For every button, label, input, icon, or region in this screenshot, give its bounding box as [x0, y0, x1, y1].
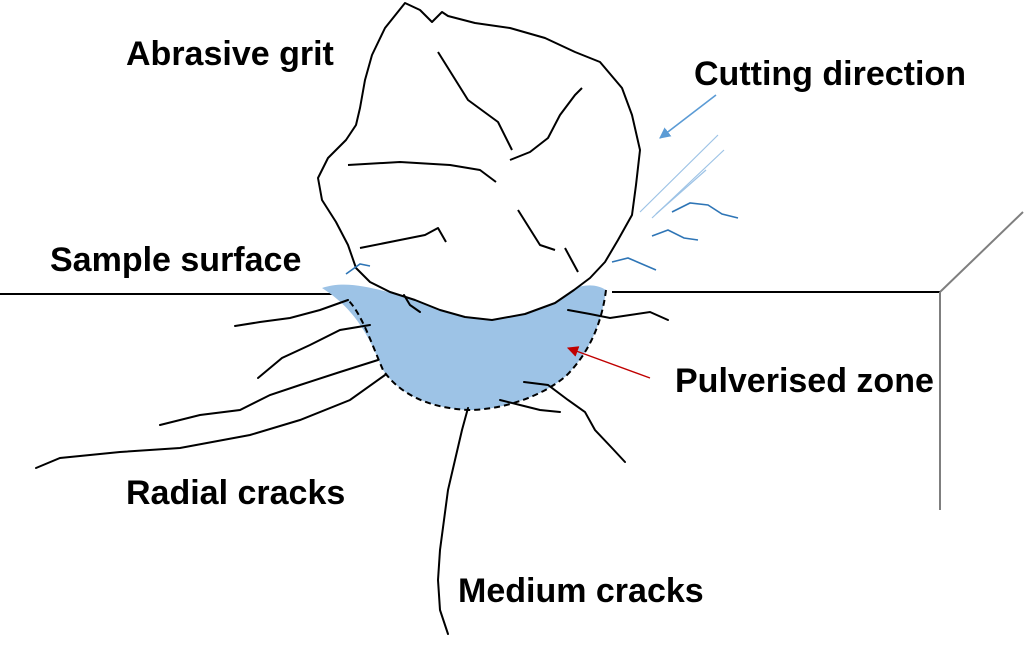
pulverised-zone: [322, 284, 606, 410]
chip-lines: [345, 202, 739, 275]
cutting-direction-label: Cutting direction: [694, 55, 966, 93]
sample-surface-line: [0, 291, 940, 295]
grit-crack-5: [509, 87, 583, 161]
radial-crack-2: [257, 324, 371, 379]
cutting-direction-arrow: [659, 94, 717, 139]
sample-surface-label: Sample surface: [50, 241, 302, 279]
radial-crack-6: [523, 381, 626, 463]
radial-crack-4: [35, 374, 386, 469]
chip-line-2: [651, 229, 699, 241]
speed-lines: [639, 134, 725, 219]
abrasive-grit-label: Abrasive grit: [126, 35, 334, 73]
radial-cracks: [35, 294, 669, 469]
grit-crack-6: [564, 247, 579, 273]
chip-line-3: [611, 257, 657, 271]
radial-crack-1: [234, 299, 349, 327]
sample-block: [0, 211, 1024, 510]
radial-crack-5: [567, 309, 669, 321]
pulverised-zone-pointer: [566, 346, 651, 379]
abrasive-grit-outline: [317, 2, 641, 321]
grit-crack-4: [517, 209, 556, 251]
abrasive-grit: [317, 2, 641, 321]
medium-cracks-label: Medium cracks: [458, 572, 704, 610]
sample-block-side-edges: [939, 211, 1024, 510]
chip-line-1: [671, 202, 739, 219]
grit-crack-2: [347, 161, 497, 183]
radial-crack-7: [499, 399, 561, 413]
radial-crack-3: [159, 359, 379, 426]
grit-crack-1: [437, 51, 513, 151]
chip-line-4: [345, 263, 371, 275]
pulverised-zone-label: Pulverised zone: [675, 362, 934, 400]
medium-crack: [436, 407, 469, 635]
grit-crack-3: [359, 227, 447, 249]
radial-crack-8: [403, 294, 421, 313]
radial-cracks-label: Radial cracks: [126, 474, 346, 512]
